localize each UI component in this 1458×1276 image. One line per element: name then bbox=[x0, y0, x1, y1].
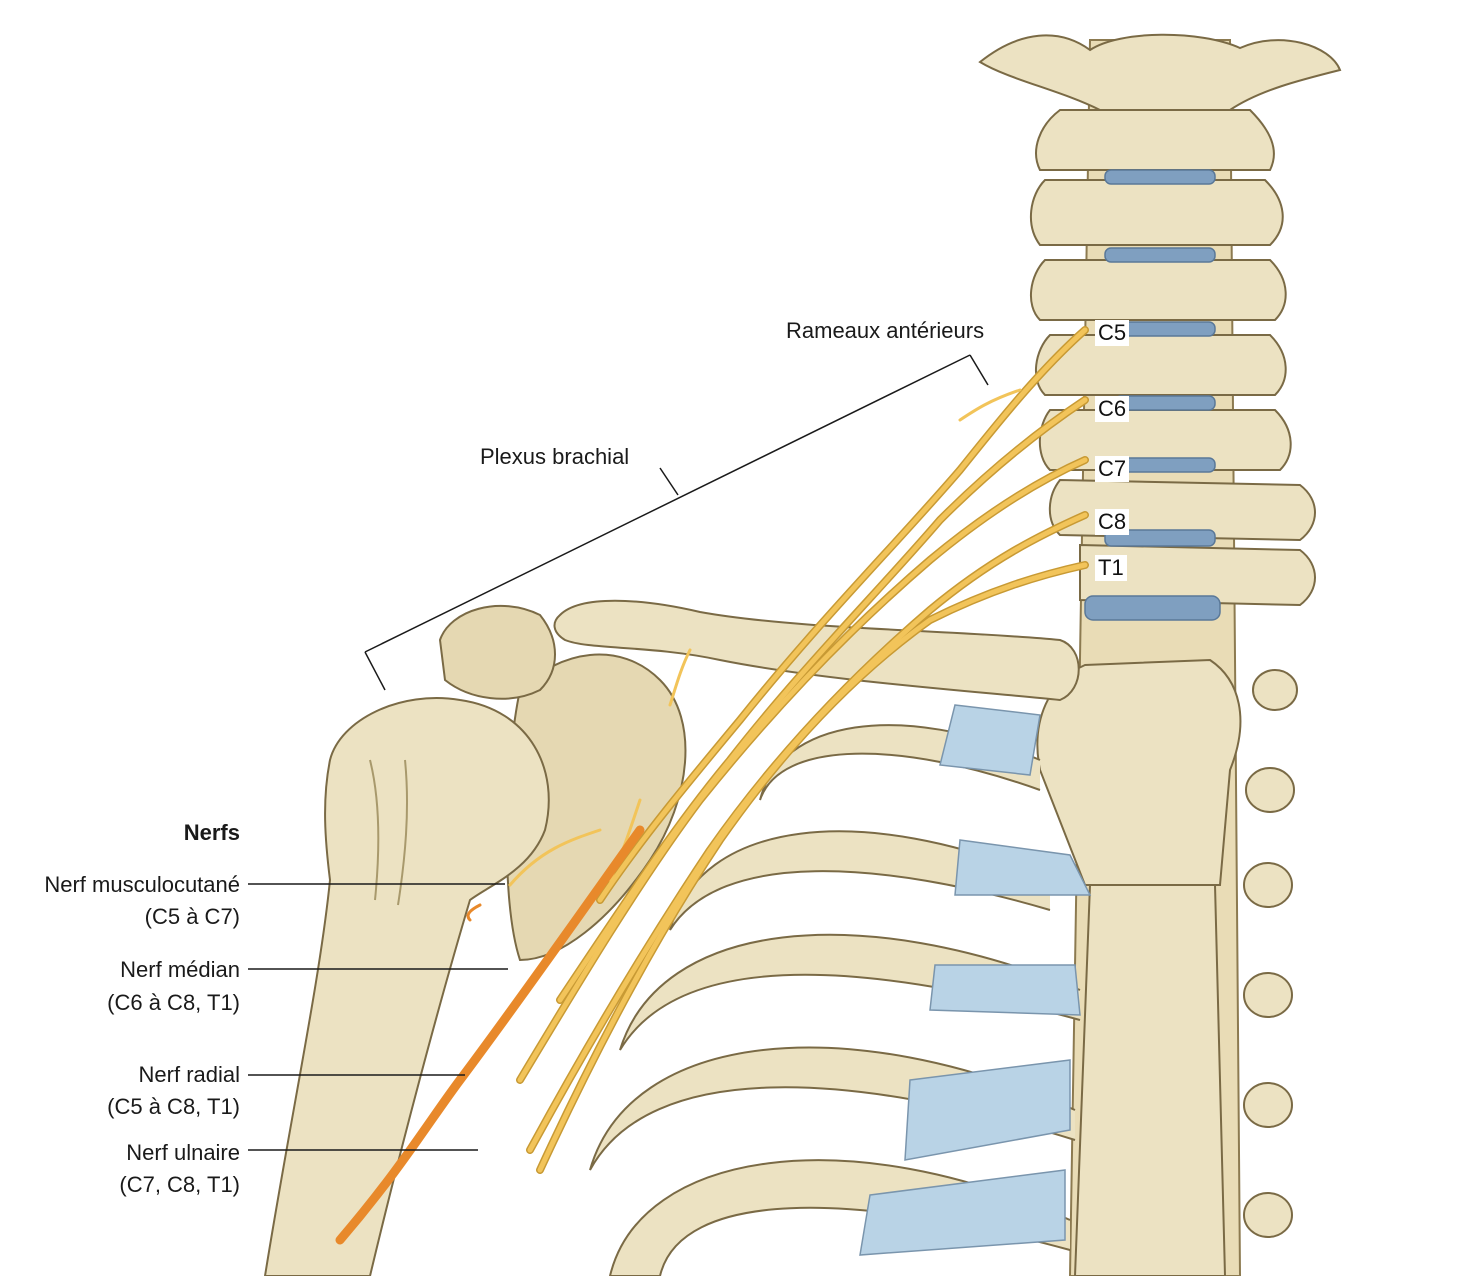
label-plexus-brachial: Plexus brachial bbox=[480, 444, 630, 469]
root-label-c6: C6 bbox=[1095, 396, 1130, 422]
label-ulnaire-roots: (C7, C8, T1) bbox=[119, 1172, 240, 1197]
costal-cartilages bbox=[859, 704, 1092, 1256]
label-median-name: Nerf médian bbox=[120, 957, 240, 982]
humerus bbox=[263, 697, 550, 1276]
label-ulnaire-name: Nerf ulnaire bbox=[126, 1140, 240, 1165]
leader-lines bbox=[248, 354, 989, 1151]
root-label-t1: T1 bbox=[1095, 555, 1127, 581]
sternum bbox=[1036, 658, 1242, 1276]
label-radial-name: Nerf radial bbox=[138, 1062, 240, 1087]
brachial-plexus bbox=[335, 326, 1089, 1245]
scapula bbox=[438, 604, 687, 962]
label-rameaux-anterieurs: Rameaux antérieurs bbox=[786, 318, 985, 343]
thoracic-processes bbox=[1243, 669, 1298, 1238]
label-musculocutane-name: Nerf musculocutané bbox=[44, 872, 240, 897]
label-nerfs-title: Nerfs bbox=[183, 820, 240, 845]
root-label-c7: C7 bbox=[1095, 456, 1130, 482]
clavicle bbox=[553, 599, 1080, 702]
intervertebral-discs bbox=[1084, 169, 1221, 621]
root-label-c8: C8 bbox=[1095, 509, 1130, 535]
label-radial-roots: (C5 à C8, T1) bbox=[107, 1094, 240, 1119]
label-musculocutane-roots: (C5 à C7) bbox=[144, 904, 240, 929]
root-label-c5: C5 bbox=[1095, 320, 1130, 346]
label-median-roots: (C6 à C8, T1) bbox=[107, 990, 240, 1015]
cervical-vertebrae bbox=[978, 33, 1342, 607]
